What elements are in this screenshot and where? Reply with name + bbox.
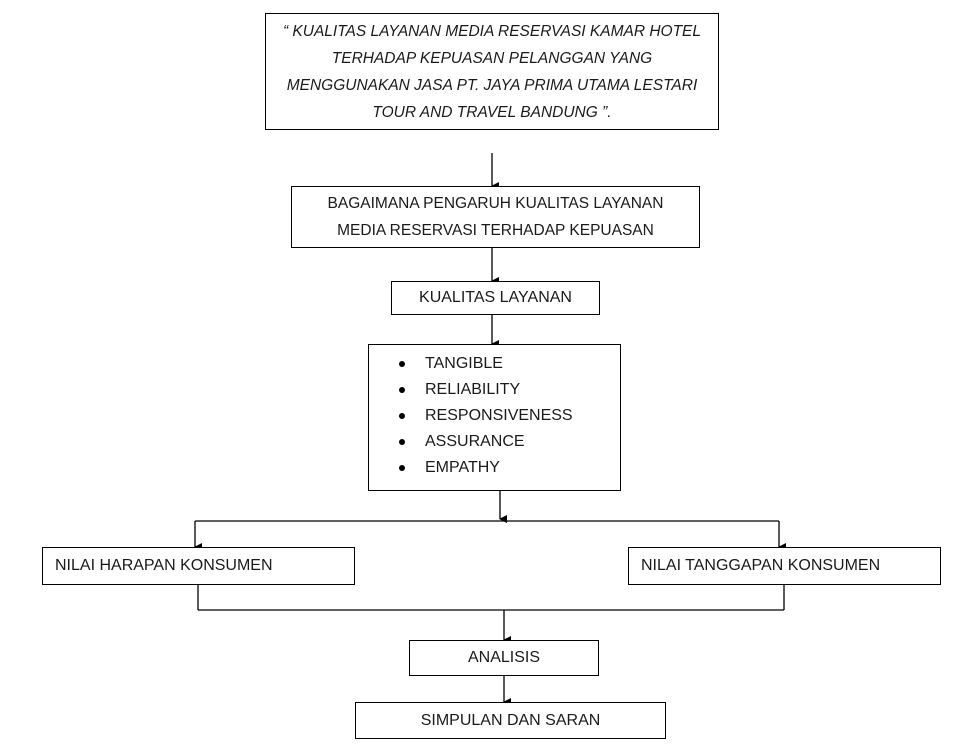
dimension-item: ASSURANCE: [399, 429, 573, 455]
title-line: TOUR AND TRAVEL BANDUNG ”.: [372, 103, 612, 121]
nilai-tanggapan-box: NILAI TANGGAPAN KONSUMEN: [628, 547, 941, 585]
simpulan-dan-saran-label: SIMPULAN DAN SARAN: [420, 711, 601, 729]
question-line: MEDIA RESERVASI TERHADAP KEPUASAN: [337, 222, 654, 239]
bullet-icon: [399, 413, 405, 419]
kualitas-layanan-box: KUALITAS LAYANAN: [391, 281, 600, 315]
analisis-box: ANALISIS: [409, 640, 599, 676]
question-line: BAGAIMANA PENGARUH KUALITAS LAYANAN: [327, 195, 664, 212]
nilai-harapan-label: NILAI HARAPAN KONSUMEN: [55, 557, 273, 574]
bullet-icon: [399, 465, 405, 471]
dimension-item: EMPATHY: [399, 455, 573, 481]
bullet-icon: [399, 439, 405, 445]
service-dimensions-box: TANGIBLE RELIABILITY RESPONSIVENESS ASSU…: [368, 344, 621, 491]
bullet-icon: [399, 361, 405, 367]
simpulan-dan-saran-box: SIMPULAN DAN SARAN: [355, 702, 666, 739]
dimension-item: RELIABILITY: [399, 377, 573, 403]
kualitas-layanan-label: KUALITAS LAYANAN: [419, 289, 572, 306]
nilai-harapan-box: NILAI HARAPAN KONSUMEN: [42, 547, 355, 585]
research-question-box: BAGAIMANA PENGARUH KUALITAS LAYANAN MEDI…: [291, 186, 700, 248]
title-line: “ KUALITAS LAYANAN MEDIA RESERVASI KAMAR…: [282, 22, 702, 40]
dimension-label: RESPONSIVENESS: [425, 407, 573, 424]
title-line: TERHADAP KEPUASAN PELANGGAN YANG: [331, 49, 653, 67]
dimension-item: TANGIBLE: [399, 351, 573, 377]
dimension-label: TANGIBLE: [425, 355, 503, 372]
research-title-box: “ KUALITAS LAYANAN MEDIA RESERVASI KAMAR…: [265, 13, 719, 130]
dimension-item: RESPONSIVENESS: [399, 403, 573, 429]
nilai-tanggapan-label: NILAI TANGGAPAN KONSUMEN: [641, 557, 881, 574]
title-line: MENGGUNAKAN JASA PT. JAYA PRIMA UTAMA LE…: [286, 76, 698, 94]
dimension-label: EMPATHY: [425, 459, 500, 476]
dimension-label: ASSURANCE: [425, 433, 525, 450]
bullet-icon: [399, 387, 405, 393]
dimension-list: TANGIBLE RELIABILITY RESPONSIVENESS ASSU…: [399, 351, 573, 481]
analisis-label: ANALISIS: [467, 649, 541, 666]
dimension-label: RELIABILITY: [425, 381, 521, 398]
